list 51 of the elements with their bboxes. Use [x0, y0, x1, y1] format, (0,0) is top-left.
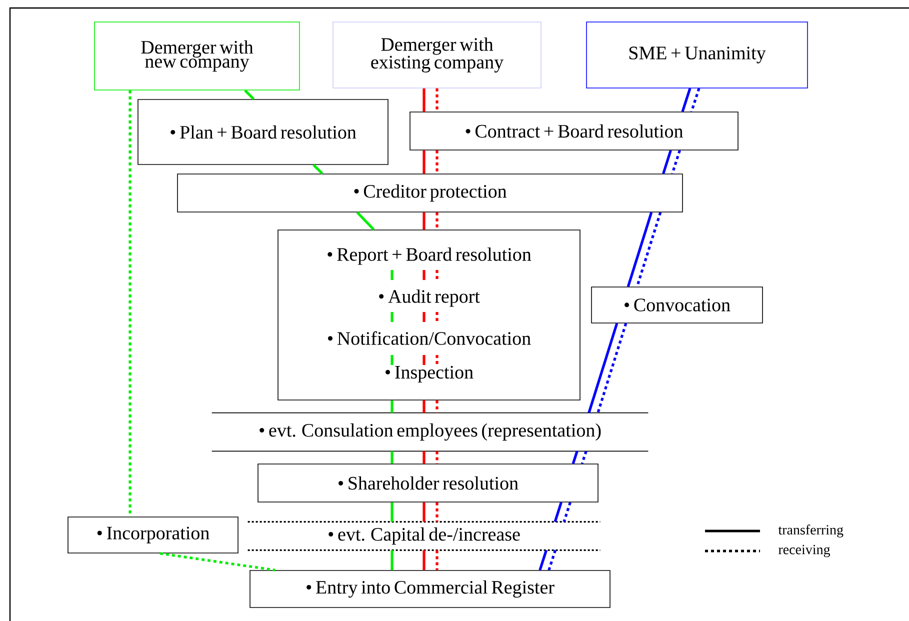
process-box: SME + Unanimity — [586, 22, 808, 88]
connector-line — [662, 150, 672, 174]
connector-line — [390, 400, 394, 413]
connector-line — [244, 89, 255, 100]
process-box: • Incorporation — [68, 516, 238, 554]
connector-line — [422, 150, 426, 174]
connector-line — [390, 502, 394, 522]
connector-line — [436, 212, 438, 230]
connector-line — [690, 88, 700, 112]
connector-line — [626, 212, 653, 287]
process-box: Demerger with existing company — [332, 22, 542, 88]
connector-line — [572, 450, 578, 464]
connector-line — [422, 550, 426, 570]
connector-line — [436, 550, 438, 570]
connector-line — [636, 212, 662, 287]
process-box: • Convocation — [591, 286, 763, 324]
process-box: • Entry into Commercial Register — [250, 570, 610, 608]
connector-line — [436, 150, 438, 174]
connector-line — [538, 550, 548, 570]
connector-line — [422, 88, 426, 112]
process-box: • Shareholder resolution — [258, 464, 598, 502]
process-band: • evt. Capital de-/increase — [248, 521, 600, 551]
process-box: • Plan + Board resolution — [138, 99, 388, 165]
connector-line — [580, 450, 588, 464]
connector-line — [596, 323, 628, 414]
connector-line — [422, 451, 426, 464]
process-band: • evt. Consulation employees (representation) — [211, 412, 649, 452]
connector-line — [422, 400, 426, 413]
connector-line — [562, 502, 572, 522]
connector-line — [681, 88, 692, 112]
process-box: Demerger with new company — [94, 22, 300, 90]
connector-line — [554, 502, 562, 522]
process-box: • Creditor protection — [177, 174, 683, 212]
connector-line — [390, 451, 394, 464]
connector-line — [548, 550, 557, 570]
connector-line — [436, 88, 438, 112]
connector-line — [356, 212, 375, 230]
connector-line — [436, 451, 438, 464]
connector-line — [160, 552, 276, 572]
process-box: • Report + Board resolution • Audit report • Notification/Convocation • Inspection — [278, 230, 580, 400]
connector-line — [588, 323, 618, 414]
connector-line — [422, 212, 426, 230]
connector-line — [671, 150, 681, 174]
connector-line — [422, 502, 426, 522]
connector-line — [436, 400, 438, 413]
legend-label: transferring — [778, 524, 844, 538]
legend-label: receiving — [778, 544, 830, 558]
connector-line — [390, 550, 394, 570]
process-box: • Contract + Board resolution — [410, 112, 738, 150]
connector-line — [436, 502, 438, 522]
connector-line — [312, 164, 324, 175]
